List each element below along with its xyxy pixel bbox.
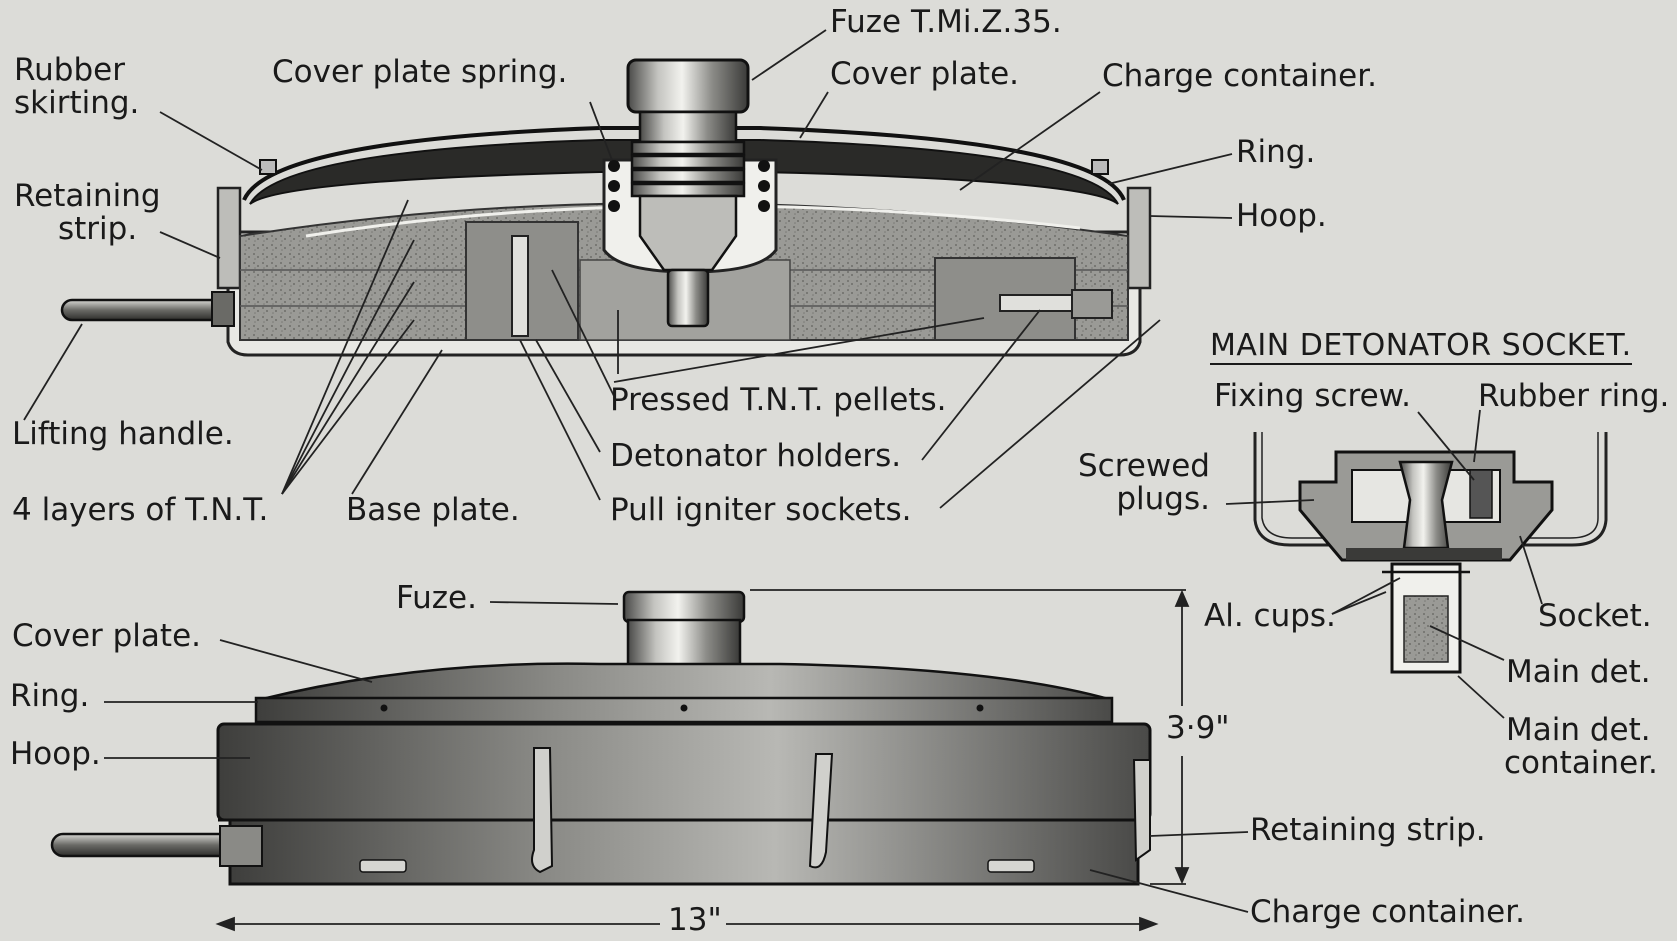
label-exterior-cover-plate: Cover plate. bbox=[12, 618, 201, 654]
label-exterior-ring: Ring. bbox=[10, 678, 90, 714]
label-screwed-plugs-line1: Screwed bbox=[1078, 448, 1210, 484]
label-exterior-hoop: Hoop. bbox=[10, 736, 101, 772]
label-fixing-screw: Fixing screw. bbox=[1214, 378, 1412, 414]
leader-lines bbox=[23, 29, 1543, 913]
label-fuze: Fuze. bbox=[396, 580, 477, 616]
label-socket: Socket. bbox=[1538, 598, 1652, 634]
label-main-det-container-line1: Main det. bbox=[1506, 712, 1651, 748]
label-tnt-layers: 4 layers of T.N.T. bbox=[12, 492, 269, 528]
label-rubber-skirting: Rubber skirting. bbox=[14, 52, 140, 122]
label-main-det: Main det. bbox=[1506, 654, 1651, 690]
label-cover-plate: Cover plate. bbox=[830, 56, 1019, 92]
label-ring: Ring. bbox=[1236, 134, 1316, 170]
label-base-plate: Base plate. bbox=[346, 492, 520, 528]
detonator-socket-detail bbox=[1253, 432, 1608, 674]
dimension-height: 3·9" bbox=[1164, 710, 1232, 746]
dimension-lines bbox=[215, 589, 1190, 932]
label-rubber-ring: Rubber ring. bbox=[1478, 378, 1670, 414]
exterior-view bbox=[50, 590, 1152, 886]
label-screwed-plugs-line2: plugs. bbox=[1116, 481, 1210, 518]
dimension-diameter: 13" bbox=[664, 903, 726, 938]
label-detonator-holders: Detonator holders. bbox=[610, 438, 902, 474]
label-rubber-skirting-line1: Rubber bbox=[14, 52, 125, 88]
cross-section bbox=[60, 58, 1152, 357]
label-screwed-plugs: Screwed plugs. bbox=[1078, 448, 1210, 518]
socket-detail-heading: MAIN DETONATOR SOCKET. bbox=[1210, 329, 1632, 366]
label-exterior-charge-container: Charge container. bbox=[1250, 894, 1525, 930]
label-rubber-skirting-line2: skirting. bbox=[14, 85, 140, 122]
label-al-cups: Al. cups. bbox=[1204, 598, 1336, 634]
label-fuze-tmiz35: Fuze T.Mi.Z.35. bbox=[830, 4, 1062, 40]
label-hoop: Hoop. bbox=[1236, 198, 1327, 234]
label-main-det-container: Main det. container. bbox=[1504, 712, 1658, 782]
label-pressed-tnt-pellets: Pressed T.N.T. pellets. bbox=[610, 382, 947, 418]
label-main-det-container-line2: container. bbox=[1504, 745, 1658, 782]
label-retaining-strip-line1: Retaining bbox=[14, 178, 161, 214]
label-retaining-strip: Retaining strip. bbox=[14, 178, 161, 248]
label-exterior-retaining-strip: Retaining strip. bbox=[1250, 812, 1486, 848]
label-pull-igniter-sockets: Pull igniter sockets. bbox=[610, 492, 912, 528]
label-lifting-handle: Lifting handle. bbox=[12, 416, 234, 452]
label-charge-container: Charge container. bbox=[1102, 58, 1377, 94]
label-cover-plate-spring: Cover plate spring. bbox=[272, 54, 568, 90]
label-retaining-strip-line2: strip. bbox=[58, 211, 138, 248]
